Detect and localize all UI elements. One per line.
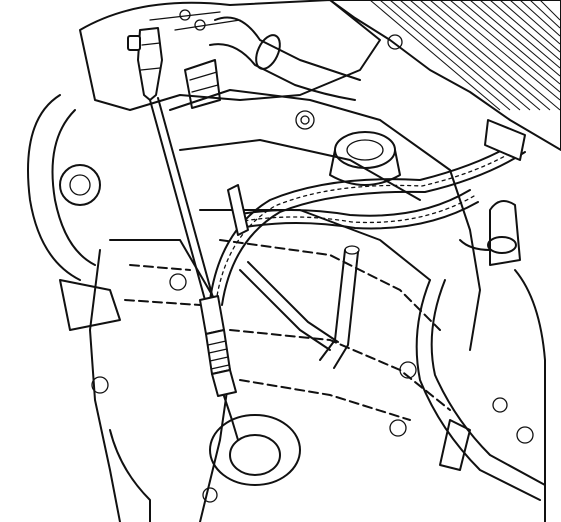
bolt-icon [179,9,191,21]
bolt-icon [387,34,403,50]
bolt-icon [194,19,206,31]
bolt-icon [202,487,218,503]
sensor-connector [459,200,521,266]
oil-fill-opening [209,414,301,486]
bolt-icon [492,397,508,413]
bolt-icon [91,376,109,394]
vacuum-tube [319,245,360,369]
wiring-harness-icon [209,119,526,351]
hose-icon [184,59,221,109]
lower-right-hose [415,269,546,522]
bolt-icon [295,110,315,130]
bolt-icon [516,426,534,444]
front-cover [59,239,231,522]
dipstick-icon [127,27,214,301]
bolt-icon [169,273,187,291]
upper-housing [79,0,381,111]
accessory-pulley [27,94,101,281]
thermostat-housing [329,131,401,186]
bolt-icon [389,419,407,437]
intake-manifold-block [329,0,561,151]
dipstick-tube-icon [199,295,239,441]
coolant-hose [209,16,361,101]
bolt-icon [399,361,417,379]
